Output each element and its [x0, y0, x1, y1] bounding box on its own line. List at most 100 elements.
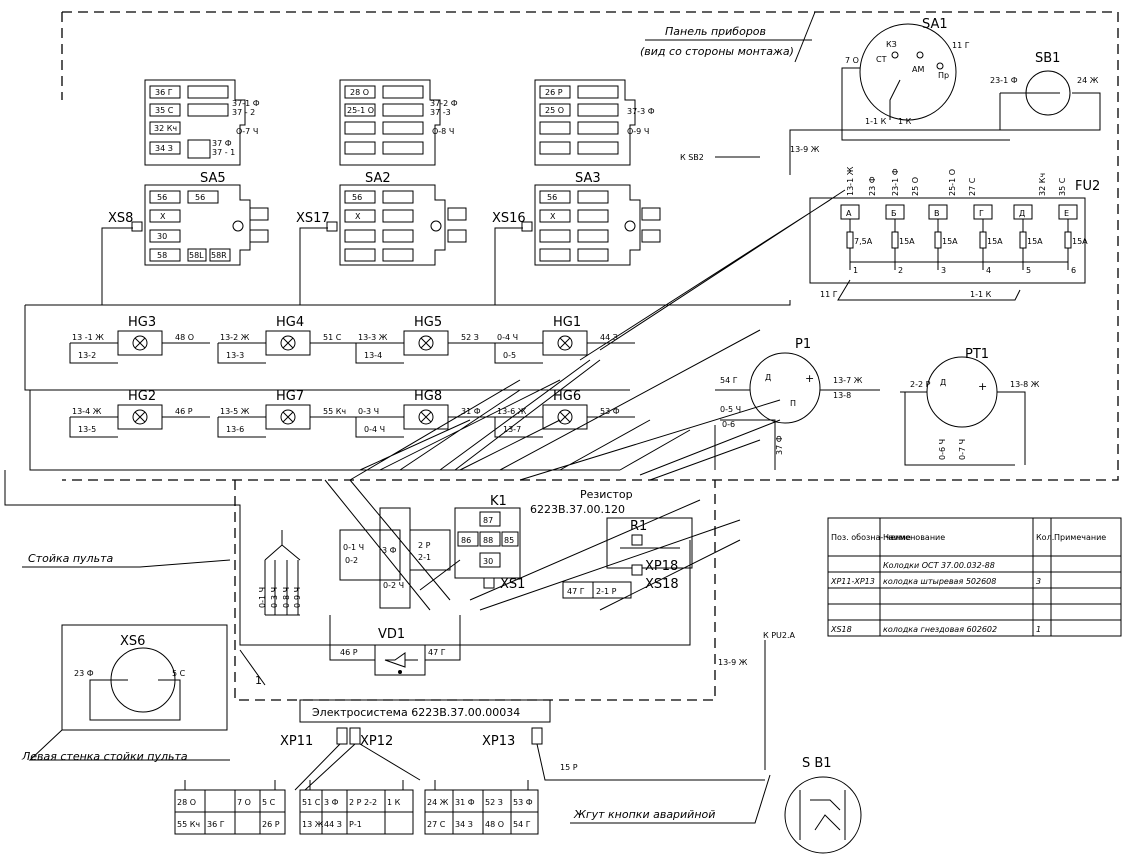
sa3-s3: Х [550, 212, 556, 221]
harness-leader [570, 774, 771, 824]
vert-1: 0-3 Ч [270, 587, 279, 608]
lamp-label: HG1 [553, 315, 581, 330]
fu2-w139: 13-9 Ж [790, 145, 820, 154]
conn-cell-text: 27 С [427, 820, 446, 829]
sa5-s1: 56 [157, 193, 167, 202]
sa5-s6: 58L [189, 251, 204, 260]
lamp-label: HG7 [276, 389, 304, 404]
conn-cell-text: 53 Ф [513, 798, 533, 807]
bom-cell [827, 603, 881, 621]
xp12-label: XP12 [360, 734, 393, 749]
fu2-top-wire: 25 О [911, 177, 920, 196]
pt1-w07: 0-7 Ч [958, 439, 967, 460]
vd1-wires [329, 615, 461, 661]
lamp-out-wire: 51 С [323, 333, 342, 342]
sa1-circle [859, 23, 957, 121]
sa5-side2: 37 - 2 [232, 108, 255, 117]
pt1-wires [900, 391, 1026, 466]
lamp-label: HG2 [128, 389, 156, 404]
xp12-pin [349, 727, 361, 745]
resistor-title: Резистор [580, 488, 633, 501]
conn-cell-text: 24 Ж [427, 798, 449, 807]
xs16-label: XS16 [492, 211, 526, 226]
sa3-label: SA3 [575, 171, 601, 186]
bom-header-text: Кол. [1036, 533, 1054, 542]
xp18-label: XP18 [645, 559, 678, 574]
fu2-top-wire: 13-1 Ж [846, 166, 855, 196]
fu2-bottom-num: 5 [1026, 266, 1031, 275]
sa2-cell [344, 209, 376, 223]
fuse-icon [891, 231, 899, 249]
bom-cell-text: ХР11-ХР13 [830, 577, 875, 586]
sa5-cell [149, 103, 181, 117]
block-b: 0-2 [345, 556, 358, 565]
vd1-label: VD1 [378, 627, 405, 642]
lamp-icon [557, 409, 573, 425]
fu2-rating: 15А [987, 237, 1003, 246]
xs16-wire [494, 227, 523, 305]
fu2-top-wire: 32 Кч [1038, 173, 1047, 196]
connector-leaders [294, 743, 765, 791]
sa2-top-frame [339, 79, 441, 166]
sa3-cell [577, 103, 619, 117]
bom-cell [1032, 587, 1052, 605]
xs6-box [61, 624, 228, 731]
bom-cell [827, 587, 881, 605]
sa1-st: СТ [876, 55, 887, 64]
harness-label: Жгут кнопки аварийной [573, 808, 715, 821]
panel-subtitle: (вид со стороны монтажа) [640, 45, 794, 58]
sa1-1k2: 1 К [898, 117, 912, 126]
electrosystem-label: Электросистема 6223В.37.00.00034 [312, 706, 520, 719]
fu2-bottom-num: 6 [1071, 266, 1076, 275]
lamp-cross [134, 337, 146, 349]
lamp-in2-wire: 13-7 [503, 425, 521, 434]
sa5-s7: 58R [211, 251, 227, 260]
p1-w137: 13-7 Ж [833, 376, 863, 385]
conn-bracket [434, 780, 529, 791]
p1-p: П [790, 399, 796, 408]
sa3-cell [539, 85, 571, 99]
sa2-bottom-frame [339, 184, 446, 266]
fu2-rating: 15А [1027, 237, 1043, 246]
conn-cell-text: 7 О [237, 798, 251, 807]
resistor-box [606, 517, 693, 569]
sa1-am: АМ [912, 65, 924, 74]
sa5-block: 36 Г 35 С 37-1 Ф 37 - 2 32 Кч О-7 Ч 34 З… [131, 79, 269, 266]
sa5-cell [149, 121, 181, 135]
sa2-cell [382, 85, 424, 99]
sa1-wire [889, 79, 901, 120]
lamp-out-wire: 53 Ф [600, 407, 620, 416]
sa5-cell [149, 190, 181, 204]
p1-plus: + [805, 372, 814, 385]
harness-lines [324, 329, 781, 611]
lamp-cross [420, 411, 432, 423]
sa3-cell [539, 248, 571, 262]
conn-cell-text: 13 Ж [302, 820, 324, 829]
sa2-cell [447, 207, 467, 221]
conn-bracket [184, 780, 276, 791]
sa2-cell [382, 229, 414, 243]
xs18-21r: 2-1 Р [596, 587, 617, 596]
sa5-side1: 37-1 Ф [232, 99, 260, 108]
sa2-side2: 37 -3 [430, 108, 451, 117]
lamp-in-wire: 13-3 Ж [358, 333, 388, 342]
sa5-r2a: 35 С [155, 106, 174, 115]
conn-cell-text: 5 С [262, 798, 276, 807]
pt1-w138: 13-8 Ж [1010, 380, 1040, 389]
sa5-cell [187, 190, 219, 204]
block-left [339, 529, 401, 581]
panel-title-leader [794, 11, 816, 63]
vd1-left: 46 Р [340, 648, 358, 657]
sa5-top-frame [144, 79, 246, 166]
vd1-box [374, 644, 426, 676]
sa2-cell [382, 103, 424, 117]
xp13-label: XP13 [482, 734, 515, 749]
lamp-in2-wire: 0-5 [503, 351, 516, 360]
sa3-cell [577, 190, 609, 204]
sa5-cell [187, 85, 229, 99]
sa1-pr: Пр [938, 71, 949, 80]
xs17-pin [326, 221, 338, 232]
conn-bracket [309, 780, 404, 791]
lamp-out-wire: 46 Р [175, 407, 193, 416]
